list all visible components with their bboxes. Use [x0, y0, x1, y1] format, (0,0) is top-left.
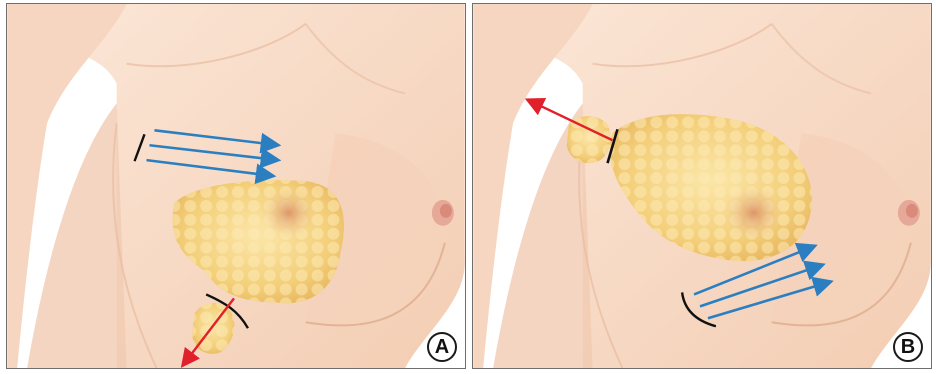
panel-a: A [6, 3, 466, 369]
panel-label-a: A [427, 332, 457, 362]
nipple-a [432, 200, 454, 226]
illustration-a [7, 4, 465, 368]
panel-label-b: B [893, 332, 923, 362]
panel-b: B [472, 3, 932, 369]
nipple-b [898, 200, 920, 226]
fat-graft-donor-b [567, 116, 611, 163]
illustration-b [473, 4, 931, 368]
